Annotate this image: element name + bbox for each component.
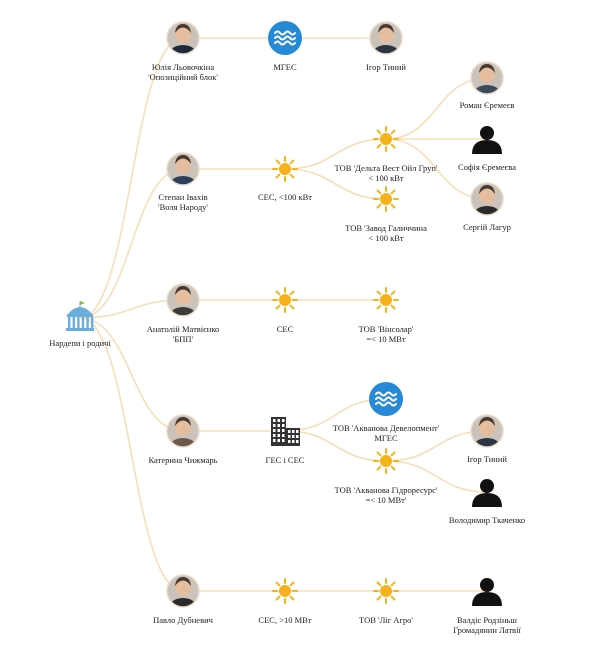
link-root-d5 [79, 317, 184, 592]
person-photo-serhiy [470, 182, 504, 216]
plant-label-5: СЕС, >10 МВт [258, 615, 312, 625]
deputy-name-2: Степан Івахів'Воля Народу' [158, 192, 208, 212]
link-c_ahyd-o_volod [385, 460, 488, 493]
link-root-d4 [79, 317, 184, 432]
sun-icon-plant-2 [272, 156, 298, 182]
company-label-lig-agro: ТОВ 'Ліг Агро' [359, 615, 413, 625]
sun-icon-plant-5 [272, 578, 298, 604]
person-silhouette-icon-valdis [472, 578, 502, 606]
owner-label-igor2: Ігор Тиний [467, 454, 507, 464]
deputy-photo-2 [166, 152, 200, 186]
deputy-photo-3 [166, 283, 200, 317]
owner-label-sofia: Софія Єремеєва [458, 162, 516, 172]
sun-icon-galychyna [373, 186, 399, 212]
company-label-vinsolar: ТОВ 'Вінсолар'=< 10 МВт [358, 324, 414, 344]
company-label-galychyna: ТОВ 'Завод Галиччина< 100 кВт [345, 223, 427, 243]
water-waves-icon-2 [369, 382, 403, 416]
deputy-name-4: Катерина Чижмарь [148, 455, 218, 465]
company-label-akvanova-dev: ТОВ 'Акванова Девелопмент'МГЕС [332, 423, 440, 443]
building-icon [271, 417, 300, 446]
person-silhouette-icon-volodymyr [472, 479, 502, 507]
deputy-photo-4 [166, 414, 200, 448]
sun-icon-delta [373, 126, 399, 152]
company-label-delta: ТОВ 'Дельта Вест Ойл Груп'< 100 кВт [334, 163, 438, 183]
deputy-name-5: Павло Дубневич [153, 615, 213, 625]
link-root-d2 [79, 168, 184, 319]
sun-icon-vinsolar [373, 287, 399, 313]
person-photo-igor-top [369, 21, 403, 55]
deputy-photo-5 [166, 574, 200, 608]
plant-label-3: СЕС [276, 324, 294, 334]
company-label-igor-top: Ігор Тиний [366, 62, 406, 72]
plant-label-2: СЕС, <100 кВт [258, 192, 312, 202]
company-label-akvanova-hydro: ТОВ 'Акванова Гідроресурс'=< 10 МВт' [334, 485, 438, 505]
link-root-d1 [79, 37, 184, 319]
sun-icon-lig-agro [373, 578, 399, 604]
root-label: Нардепи і родичі [49, 338, 111, 348]
person-silhouette-icon-sofia [472, 126, 502, 154]
deputy-name-1: Юлія Льовочкіна'Опозиційний блок' [148, 62, 218, 82]
deputy-photo-1 [166, 21, 200, 55]
deputy-name-3: Анатолій Матвієнко'БПП' [146, 324, 220, 344]
parliament-icon [66, 301, 94, 331]
link-p2-c_gal [284, 168, 387, 200]
owner-label-serhiy: Сергій Лагур [463, 222, 511, 232]
owner-label-roman: Роман Єремеєв [459, 100, 515, 110]
link-p2-c_delta [284, 138, 387, 170]
person-photo-roman [470, 61, 504, 95]
water-waves-icon-1 [268, 21, 302, 55]
diagram-nodes [66, 21, 504, 608]
sun-icon-akvanova-hydro [373, 448, 399, 474]
owner-label-volodymyr: Володимир Ткаченко [448, 515, 526, 525]
plant-label-4: ГЕС і СЕС [265, 455, 305, 465]
plant-label-1: МГЕС [273, 62, 297, 72]
sun-icon-plant-3 [272, 287, 298, 313]
person-photo-igor2 [470, 414, 504, 448]
connection-links [79, 37, 488, 592]
